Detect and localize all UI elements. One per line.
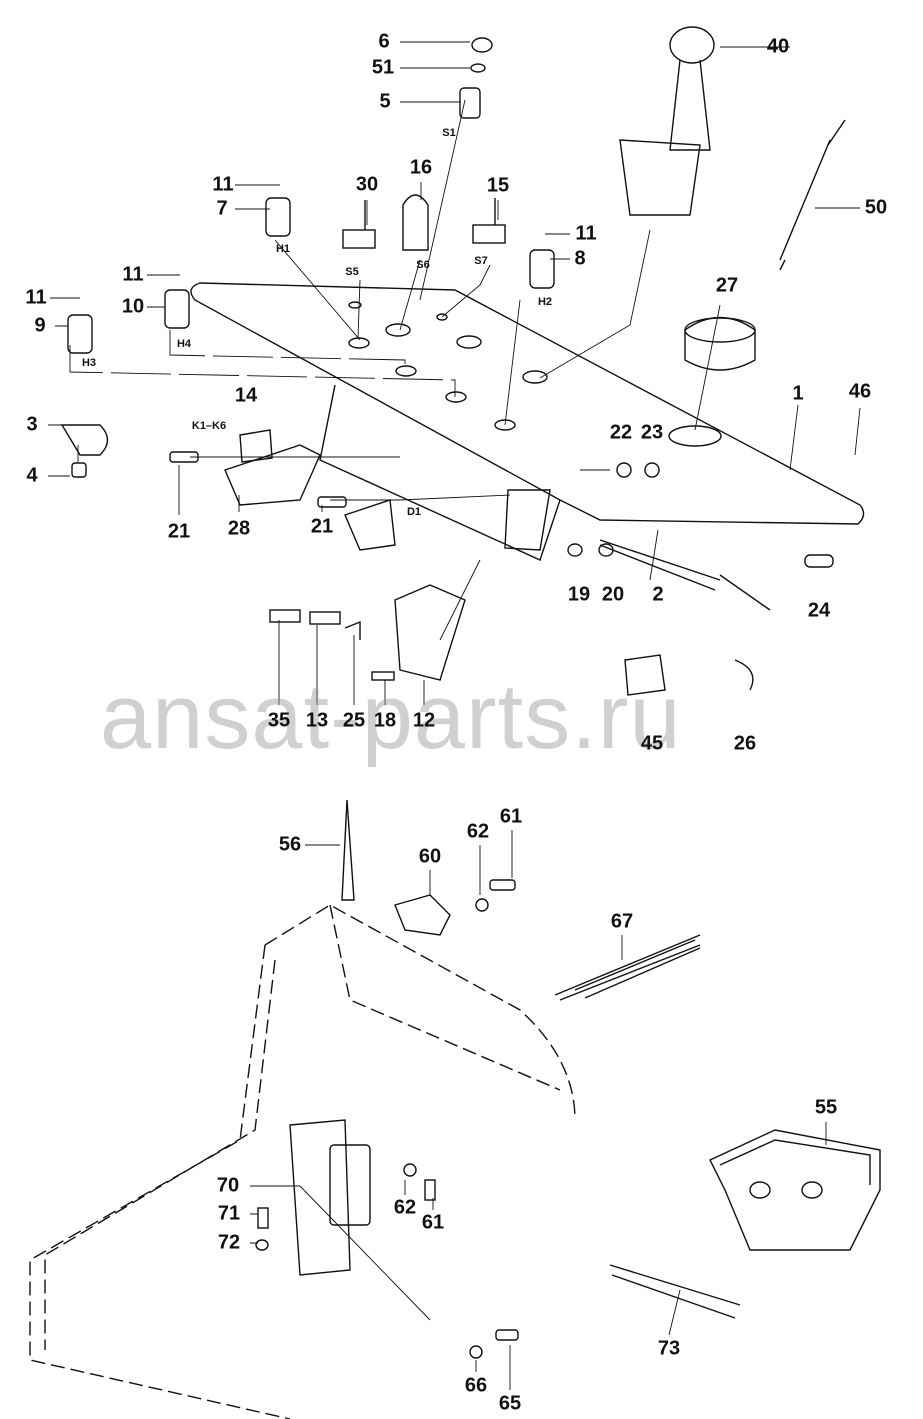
callout-4: 4	[26, 464, 38, 487]
callout-14: 14	[234, 384, 258, 407]
ref-h3: H3	[81, 357, 97, 369]
callout-15: 15	[486, 174, 510, 197]
callout-11: 11	[25, 286, 47, 309]
lower-components	[255, 799, 881, 1359]
ref-s5: S5	[345, 266, 359, 278]
callout-1: 1	[792, 382, 804, 405]
callout-7: 7	[216, 197, 228, 220]
callout-27: 27	[715, 274, 739, 297]
callout-26: 26	[733, 732, 757, 755]
watermark: ansat-parts.ru	[100, 666, 682, 768]
callout-19: 19	[567, 583, 591, 606]
callout-16: 16	[409, 156, 433, 179]
callout-3: 3	[26, 413, 38, 436]
ref-s6: S6	[416, 259, 430, 271]
callout-61: 61	[499, 805, 523, 828]
callout-55: 55	[814, 1096, 838, 1119]
callout-24: 24	[807, 599, 831, 622]
callout-50: 50	[864, 196, 888, 219]
callout-6: 6	[378, 30, 390, 53]
callout-46: 46	[848, 380, 872, 403]
ref-h1: H1	[275, 243, 291, 255]
callout-23: 23	[640, 421, 664, 444]
ref-h2: H2	[537, 296, 553, 308]
callout-21: 21	[310, 515, 334, 538]
callout-35: 35	[267, 709, 291, 732]
callout-71: 71	[217, 1202, 241, 1225]
callout-21: 21	[167, 520, 191, 543]
callout-45: 45	[640, 732, 664, 755]
lower-leader-lines	[250, 830, 827, 1390]
callout-20: 20	[601, 583, 625, 606]
callout-61: 61	[421, 1211, 445, 1234]
ref-k1-k6: K1–K6	[191, 420, 227, 432]
callout-12: 12	[412, 709, 436, 732]
callout-70: 70	[216, 1174, 240, 1197]
callout-5: 5	[379, 90, 391, 113]
callout-72: 72	[217, 1231, 241, 1254]
callout-22: 22	[609, 421, 633, 444]
callout-56: 56	[278, 833, 302, 856]
callout-51: 51	[371, 56, 395, 79]
callout-40: 40	[766, 35, 790, 58]
callout-30: 30	[355, 173, 379, 196]
ref-d1: D1	[406, 506, 422, 518]
leader-lines	[48, 41, 861, 705]
callout-73: 73	[657, 1337, 681, 1360]
callout-13: 13	[305, 709, 329, 732]
callout-18: 18	[373, 709, 397, 732]
callout-28: 28	[227, 517, 251, 540]
callout-62: 62	[466, 820, 490, 843]
components	[60, 26, 846, 696]
callout-8: 8	[574, 247, 586, 270]
callout-60: 60	[418, 845, 442, 868]
ref-h4: H4	[176, 338, 192, 350]
callout-11: 11	[212, 173, 234, 196]
ref-s7: S7	[474, 255, 488, 267]
control-panel-plate	[190, 282, 865, 561]
callout-11: 11	[122, 263, 144, 286]
callout-25: 25	[342, 709, 366, 732]
callout-2: 2	[652, 583, 664, 606]
callout-11: 11	[575, 222, 597, 245]
callout-10: 10	[121, 295, 145, 318]
callout-65: 65	[498, 1392, 522, 1415]
ref-s1: S1	[442, 127, 456, 139]
callout-67: 67	[610, 910, 634, 933]
callout-9: 9	[34, 314, 46, 337]
callout-62: 62	[393, 1196, 417, 1219]
cab-outline	[29, 904, 576, 1419]
callout-66: 66	[464, 1374, 488, 1397]
